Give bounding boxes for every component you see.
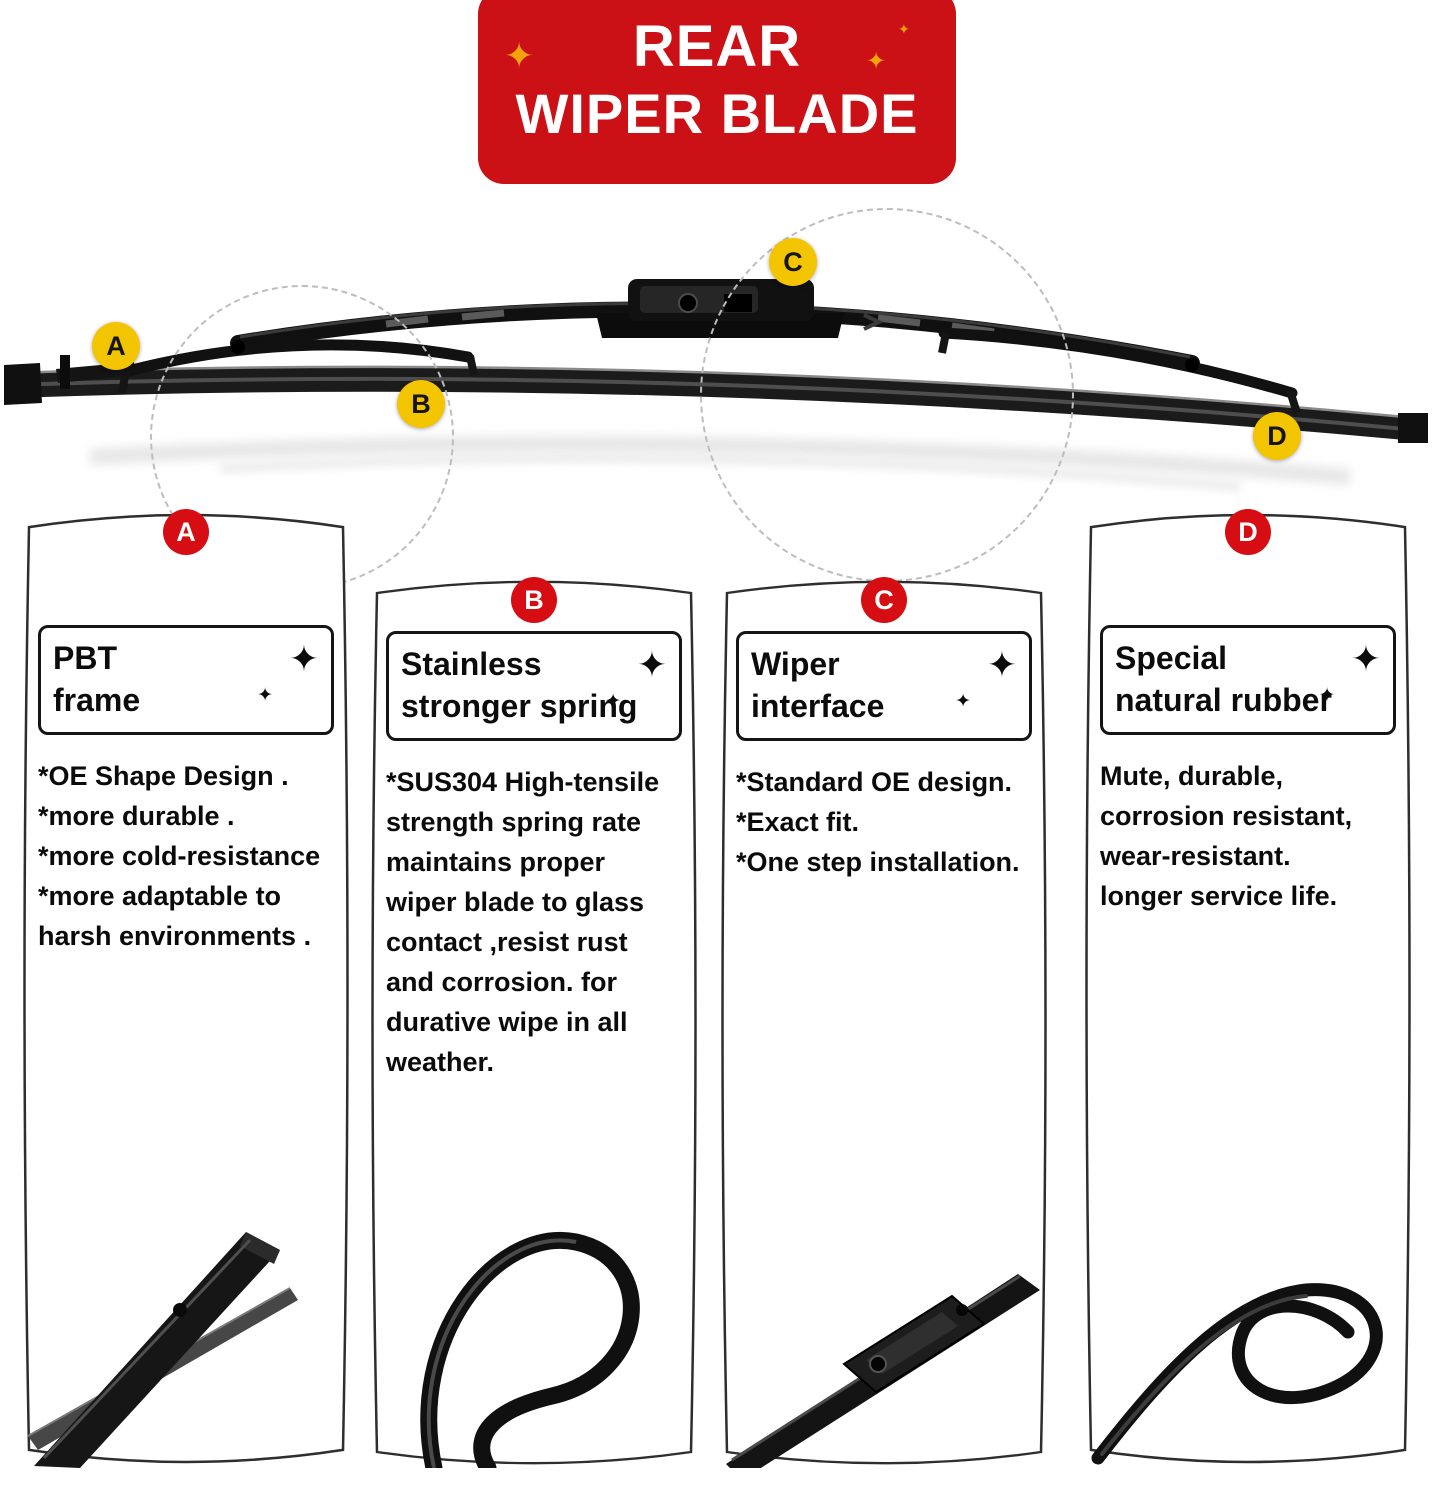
panel-badge-b: B xyxy=(511,577,557,623)
panel-photo-rubber xyxy=(1090,1148,1406,1468)
panel-title-line1: Special xyxy=(1115,640,1228,676)
panel-description: *SUS304 High-tensile strength spring rat… xyxy=(386,767,660,1077)
panel-title-box: PBT frame ✦ ✦ xyxy=(38,625,334,735)
photo-marker-c: C xyxy=(769,238,817,286)
panel-badge-a: A xyxy=(163,509,209,555)
marker-label: A xyxy=(106,330,126,361)
panel-title-line2: frame xyxy=(53,681,141,718)
panel-title-box: Stainless stronger spring ✦ ✦ xyxy=(386,631,682,741)
panel-title-line1: Stainless xyxy=(401,646,542,682)
title-banner: REAR WIPER BLADE ✦ ✦ ✦ xyxy=(478,0,956,184)
sparkle-icon: ✦ xyxy=(986,644,1017,685)
panel-border xyxy=(23,513,349,1464)
panel-photo-interface xyxy=(726,1168,1042,1468)
panel-description: *Standard OE design. *Exact fit. *One st… xyxy=(736,767,1020,877)
sparkle-icon: ✦ xyxy=(636,644,667,685)
feature-panel-pbt-frame: A PBT frame ✦ ✦ *OE Shape Design . *more… xyxy=(20,497,352,1480)
sparkle-icon: ✦ xyxy=(1319,685,1335,706)
photo-marker-d: D xyxy=(1253,412,1301,460)
panel-description: Mute, durable, corrosion resistant, wear… xyxy=(1100,761,1353,911)
panel-title-box: Wiper interface ✦ ✦ xyxy=(736,631,1032,741)
panel-description: *OE Shape Design . *more durable . *more… xyxy=(38,761,321,951)
sparkle-icon: ✦ xyxy=(504,35,535,76)
sparkle-icon: ✦ xyxy=(955,691,971,712)
marker-label: C xyxy=(783,246,803,277)
badge-letter: C xyxy=(874,584,894,615)
marker-label: D xyxy=(1267,420,1287,451)
panel-title-line2: stronger spring xyxy=(401,687,638,724)
sparkle-icon: ✦ xyxy=(866,48,887,75)
sparkle-icon: ✦ xyxy=(257,685,273,706)
feature-panel-spring: B Stainless stronger spring ✦ ✦ *SUS304 … xyxy=(368,565,700,1480)
panel-border xyxy=(1085,513,1411,1464)
badge-letter: A xyxy=(176,516,196,547)
panel-badge-d: D xyxy=(1225,509,1271,555)
badge-letter: B xyxy=(524,584,544,615)
panel-badge-c: C xyxy=(861,577,907,623)
badge-letter: D xyxy=(1238,516,1258,547)
panel-title-line2: natural rubber xyxy=(1115,681,1332,718)
feature-panel-rubber: D Special natural rubber ✦ ✦ Mute, durab… xyxy=(1082,497,1414,1480)
sparkle-icon: ✦ xyxy=(288,638,319,679)
panel-title-box: Special natural rubber ✦ ✦ xyxy=(1100,625,1396,735)
panel-title-line1: PBT xyxy=(53,640,117,676)
panel-border xyxy=(721,580,1047,1465)
sparkle-icon: ✦ xyxy=(605,691,621,712)
callout-circle xyxy=(700,208,1074,582)
panel-border xyxy=(371,580,697,1465)
panel-photo-frame xyxy=(28,1168,344,1468)
panel-title-line2: interface xyxy=(751,687,885,724)
banner-title-line2: WIPER BLADE xyxy=(515,82,919,145)
banner-title-line1: REAR xyxy=(632,14,802,79)
panel-photo-spring xyxy=(376,1168,692,1468)
panel-title-line1: Wiper xyxy=(751,646,840,682)
photo-marker-a: A xyxy=(92,322,140,370)
sparkle-icon: ✦ xyxy=(1350,638,1381,679)
photo-marker-b: B xyxy=(397,380,445,428)
feature-panel-interface: C Wiper interface ✦ ✦ *Standard OE desig… xyxy=(718,565,1050,1480)
marker-label: B xyxy=(411,388,431,419)
sparkle-icon: ✦ xyxy=(898,21,910,37)
